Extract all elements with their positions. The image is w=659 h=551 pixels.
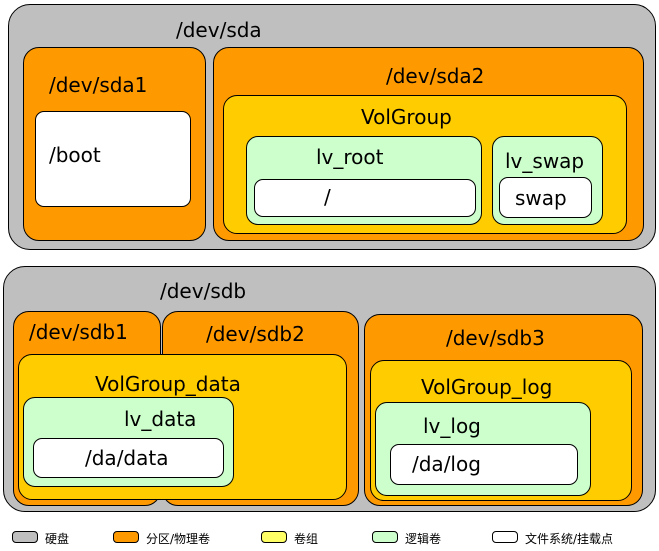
legend-label-disk: 硬盘 [45, 532, 70, 546]
disk-sda-label: /dev/sda [176, 18, 262, 42]
legend-label-partition: 分区/物理卷 [146, 532, 211, 546]
filesystem-da-data [33, 438, 224, 478]
volume-group-volgroup-data-label: VolGroup_data [95, 372, 241, 396]
filesystem-root-label: / [324, 185, 331, 209]
logical-volume-lv-log-label: lv_log [423, 414, 481, 438]
logical-volume-lv-root-label: lv_root [316, 145, 384, 169]
partition-sda2-label: /dev/sda2 [386, 64, 485, 88]
filesystem-boot [35, 111, 191, 207]
legend-label-logical-volume: 逻辑卷 [405, 532, 442, 546]
logical-volume-lv-data-label: lv_data [124, 407, 197, 431]
legend-swatch-volume-group [261, 531, 287, 543]
logical-volume-lv-swap-label: lv_swap [505, 149, 585, 173]
filesystem-da-log [390, 444, 578, 485]
filesystem-root [254, 179, 476, 217]
legend-label-volume-group: 卷组 [294, 532, 319, 546]
filesystem-swap [499, 177, 592, 218]
filesystem-swap-label: swap [515, 186, 567, 210]
volume-group-volgroup-label: VolGroup [361, 105, 452, 129]
partition-sda1-label: /dev/sda1 [49, 73, 148, 97]
partition-sdb3-label: /dev/sdb3 [446, 326, 545, 350]
legend-swatch-partition [113, 531, 139, 543]
legend-swatch-filesystem [492, 531, 518, 543]
filesystem-boot-label: /boot [49, 143, 101, 167]
filesystem-da-log-label: /da/log [412, 452, 481, 476]
partition-sdb1-label: /dev/sdb1 [29, 320, 128, 344]
legend-swatch-disk [12, 531, 38, 543]
legend-swatch-logical-volume [372, 531, 398, 543]
volume-group-volgroup-log-label: VolGroup_log [421, 375, 553, 399]
partition-sdb2-label: /dev/sdb2 [206, 322, 305, 346]
filesystem-da-data-label: /da/data [85, 446, 169, 470]
disk-sdb-label: /dev/sdb [160, 279, 247, 303]
legend-label-filesystem: 文件系统/挂载点 [525, 532, 614, 546]
